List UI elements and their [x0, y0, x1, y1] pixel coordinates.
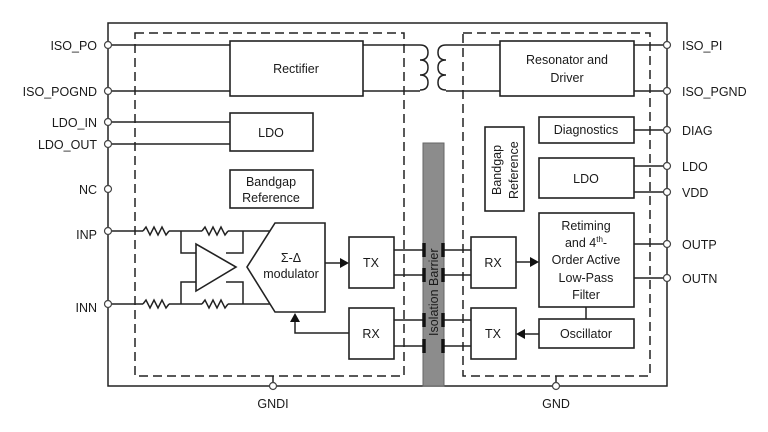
pin-diag — [662, 125, 672, 135]
pin-inp — [103, 226, 113, 236]
tx-right-label: TX — [485, 327, 502, 341]
pin-gndi — [268, 381, 278, 391]
pin-label-ldo-out: LDO_OUT — [38, 138, 97, 152]
pin-outn — [662, 273, 672, 283]
pin-label-iso-po: ISO_PO — [50, 39, 97, 53]
filter-label-5: Filter — [572, 288, 600, 302]
resonator-label-2: Driver — [550, 71, 583, 85]
modulator-label-1: Σ-Δ — [281, 251, 301, 265]
arrow-to-tx-icon — [340, 258, 349, 268]
pin-label-inn: INN — [75, 301, 97, 315]
rx-left-label: RX — [362, 327, 380, 341]
pin-label-iso-pognd: ISO_POGND — [23, 85, 97, 99]
diagnostics-label: Diagnostics — [554, 123, 619, 137]
oscillator-block — [538, 318, 635, 349]
pin-label-vdd: VDD — [682, 186, 708, 200]
retiming-filter-block — [538, 212, 635, 308]
pin-ldo — [662, 161, 672, 171]
pin-label-ldo: LDO — [682, 160, 708, 174]
rectifier-label: Rectifier — [273, 62, 319, 76]
barrier-capacitors — [394, 243, 471, 353]
pin-nc — [103, 184, 113, 194]
pin-gnd — [551, 381, 561, 391]
pin-label-outn: OUTN — [682, 272, 717, 286]
bandgap-right-block — [484, 126, 525, 212]
pin-label-outp: OUTP — [682, 238, 717, 252]
pin-label-gndi: GNDI — [257, 397, 288, 411]
filter-label-3: Order Active — [552, 253, 621, 267]
pin-label-iso-pi: ISO_PI — [682, 39, 722, 53]
amplifier-triangle — [195, 242, 238, 293]
tx-right-block — [470, 307, 517, 360]
rx-right-label: RX — [484, 256, 502, 270]
pin-iso-po — [103, 40, 113, 50]
sigma-delta-modulator-block — [246, 222, 326, 313]
resonator-label-1: Resonator and — [526, 53, 608, 67]
right-pins — [662, 40, 672, 283]
tx-left-block — [348, 236, 395, 289]
arrow-to-filter-icon — [530, 257, 539, 267]
pin-ldo-out — [103, 139, 113, 149]
diagnostics-block — [538, 116, 635, 144]
bandgap-left-label-2: Reference — [242, 191, 300, 205]
filter-label-1: Retiming — [561, 219, 610, 233]
pin-label-inp: INP — [76, 228, 97, 242]
ldo-right-label: LDO — [573, 172, 599, 186]
filter-label-2: and 4th- — [565, 235, 607, 250]
pin-ldo-in — [103, 117, 113, 127]
rectifier-block — [229, 40, 364, 97]
transformer-primary-coil — [419, 44, 429, 91]
ldo-left-block — [229, 112, 314, 152]
ldo-right-block — [538, 157, 635, 199]
modulator-label-2: modulator — [263, 267, 319, 281]
pin-label-gnd: GND — [542, 397, 570, 411]
filter-label-4: Low-Pass — [559, 271, 614, 285]
input-amplifier-network — [108, 225, 270, 310]
pin-vdd — [662, 187, 672, 197]
ldo-left-label: LDO — [258, 126, 284, 140]
bandgap-right-label-1: Bandgap — [490, 145, 504, 195]
primary-domain-boundary — [134, 32, 405, 377]
bandgap-right-label-2: Reference — [507, 141, 521, 199]
secondary-domain-boundary — [462, 32, 651, 377]
pin-outp — [662, 239, 672, 249]
rx-right-block — [470, 236, 517, 289]
resonator-driver-block — [499, 40, 635, 97]
arrow-to-modulator-icon — [290, 313, 300, 322]
oscillator-label: Oscillator — [560, 327, 612, 341]
isolation-barrier — [422, 142, 445, 387]
transformer-secondary-coil — [437, 44, 447, 91]
pin-label-iso-pgnd: ISO_PGND — [682, 85, 747, 99]
bandgap-left-label-1: Bandgap — [246, 175, 296, 189]
bandgap-left-block — [229, 169, 314, 209]
tx-left-label: TX — [363, 256, 380, 270]
pin-inn — [103, 299, 113, 309]
pin-iso-pognd — [103, 86, 113, 96]
arrow-to-tx-right-icon — [516, 329, 525, 339]
isolation-barrier-label: Isolation Barrier — [427, 248, 441, 336]
package-outline — [107, 22, 668, 387]
pin-label-ldo-in: LDO_IN — [52, 116, 97, 130]
pin-iso-pi — [662, 40, 672, 50]
pin-iso-pgnd — [662, 86, 672, 96]
pin-label-diag: DIAG — [682, 124, 713, 138]
left-pins — [103, 40, 113, 309]
pin-label-nc: NC — [79, 183, 97, 197]
